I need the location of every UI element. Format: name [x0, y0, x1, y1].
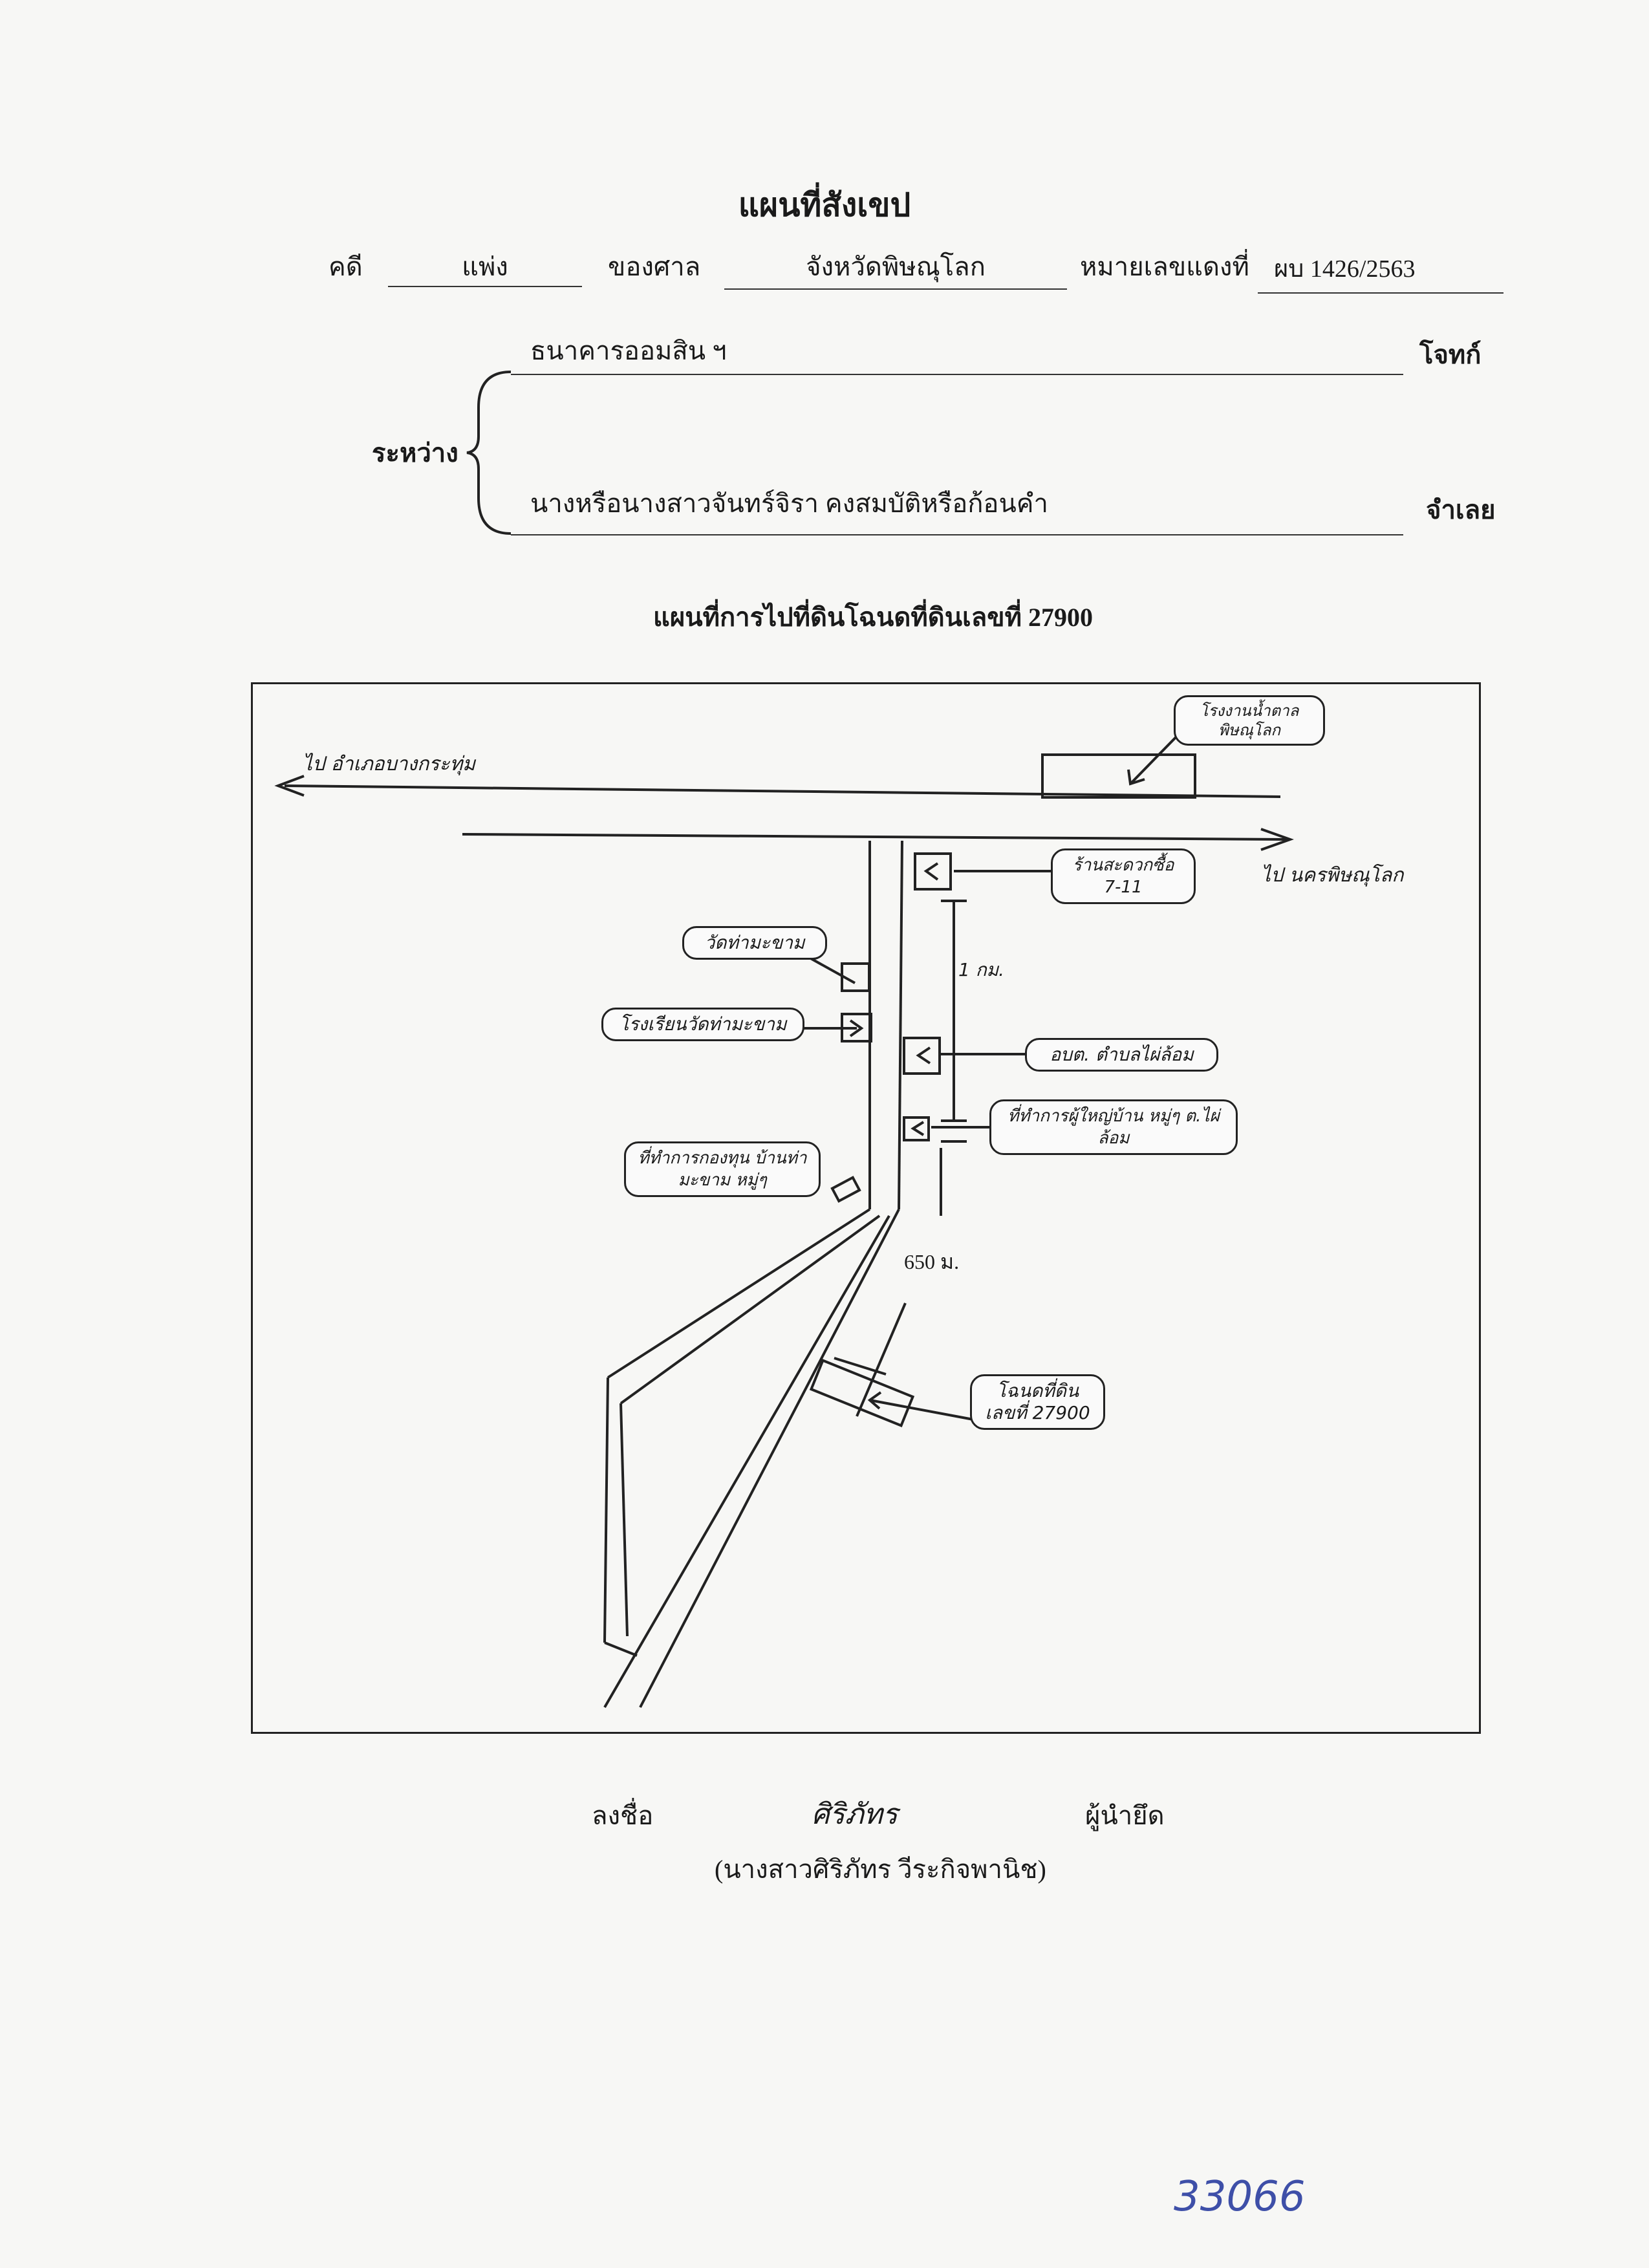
temple-bubble: วัดท่ามะขาม: [682, 926, 827, 960]
between-label: ระหว่าง: [372, 438, 458, 468]
court-underline: [724, 288, 1067, 290]
red-no-value: ผบ 1426/2563: [1274, 255, 1416, 283]
court-label: ของศาล: [608, 252, 701, 281]
to-right-label: ไป นครพิษณุโลก: [1261, 864, 1404, 887]
red-no-label: หมายเลขแดงที่: [1080, 252, 1249, 281]
plaintiff-underline: [511, 374, 1403, 375]
store-bubble: ร้านสะดวกซื้อ 7-11: [1051, 848, 1196, 904]
school-bubble: โรงเรียนวัดท่ามะขาม: [601, 1008, 804, 1041]
sign-label: ลงชื่อ: [592, 1801, 654, 1830]
distance-1km-label: 1 กม.: [958, 959, 1005, 980]
map-frame: [251, 682, 1481, 1734]
defendant-name: นางหรือนางสาวจันทร์จิรา คงสมบัติหรือก้อน…: [530, 489, 1049, 518]
defendant-underline: [511, 534, 1403, 535]
map-title: แผนที่การไปที่ดินโฉนดที่ดินเลขที่ 27900: [653, 603, 1093, 632]
case-label: คดี: [329, 252, 363, 281]
plaintiff-label: โจทก์: [1419, 340, 1482, 369]
document-title: แผนที่สังเขป: [738, 187, 911, 223]
case-type-underline: [388, 286, 582, 287]
headman-office-bubble: ที่ทำการผู้ใหญ่บ้าน หมู่ๆ ต.ไผ่ล้อม: [989, 1099, 1238, 1155]
signer-role: ผู้นำยึด: [1085, 1801, 1165, 1830]
case-type: แพ่ง: [462, 252, 508, 281]
sao-bubble: อบต. ตำบลไผ่ล้อม: [1025, 1038, 1218, 1072]
to-left-label: ไป อำเภอบางกระทุ่ม: [303, 753, 476, 775]
signer-name: (นางสาวศิริภัทร วีระกิจพานิช): [715, 1855, 1046, 1884]
brace-icon: [466, 371, 512, 535]
village-office-bubble: ที่ทำการกองทุน บ้านท่ามะขาม หมู่ๆ: [624, 1141, 821, 1197]
water-plant-bubble: โรงงานน้ำตาลพิษณุโลก: [1174, 695, 1325, 746]
red-no-underline: [1258, 292, 1503, 294]
plaintiff-name: ธนาคารออมสิน ฯ: [530, 336, 727, 365]
signature: ศิริภัทร: [812, 1798, 898, 1831]
court-name: จังหวัดพิษณุโลก: [806, 252, 986, 281]
defendant-label: จำเลย: [1426, 495, 1496, 524]
distance-650m-label: 650 ม.: [904, 1250, 960, 1273]
land-parcel-bubble: โฉนดที่ดิน เลขที่ 27900: [970, 1374, 1105, 1430]
handwritten-page-number: 33066: [1174, 2173, 1306, 2221]
